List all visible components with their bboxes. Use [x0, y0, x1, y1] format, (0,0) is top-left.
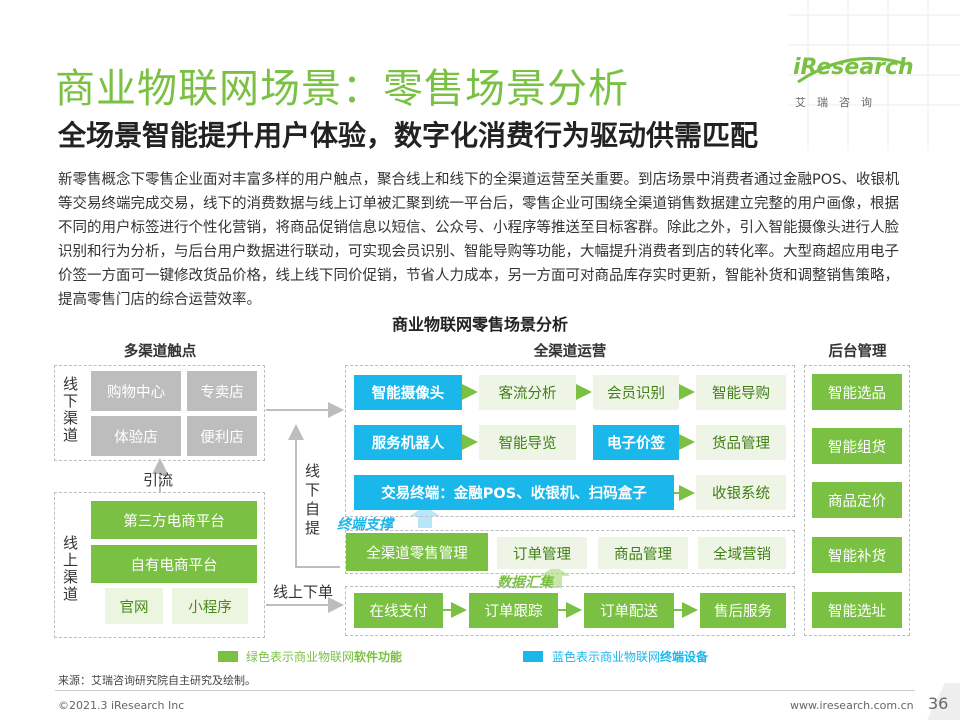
- feature-member-recognition: 会员识别: [593, 375, 679, 410]
- offline-channel-group: [54, 365, 265, 461]
- page-title: 商业物联网场景：零售场景分析: [55, 66, 629, 112]
- online-channel-group: [54, 492, 265, 638]
- feature-smart-guide: 智能导购: [696, 375, 786, 410]
- backend-smart-site-selection: 智能选址: [812, 592, 902, 628]
- retail-management-group: [345, 530, 795, 574]
- backend-smart-replenishment: 智能补货: [812, 537, 902, 573]
- feature-order-management: 订单管理: [497, 537, 587, 569]
- device-smart-camera: 智能摄像头: [354, 375, 462, 410]
- feature-omni-marketing: 全域营销: [698, 537, 786, 569]
- terminal-group: [345, 365, 795, 517]
- traffic-label: 引流: [143, 471, 174, 489]
- step-online-payment: 在线支付: [354, 593, 443, 628]
- column-head-operation: 全渠道运营: [533, 344, 607, 360]
- online-order-label: 线上下单: [273, 583, 334, 601]
- touchpoint-specialty-store: 专卖店: [187, 371, 257, 411]
- body-paragraph: 新零售概念下零售企业面对丰富多样的用户触点，聚合线上和线下的全渠道运营至关重要。…: [58, 172, 900, 308]
- backend-smart-assortment: 智能组货: [812, 428, 902, 464]
- online-channel-label: 线上渠道: [61, 535, 79, 603]
- touchpoint-mini-program: 小程序: [172, 588, 248, 624]
- legend-green-prefix: 绿色表示商业物联网: [246, 650, 355, 664]
- backend-pricing: 商品定价: [812, 482, 902, 518]
- page-corner-decoration: [927, 683, 960, 720]
- backend-group: [804, 365, 910, 636]
- device-electronic-shelf-label: 电子价签: [593, 425, 679, 460]
- order-flow-group: [345, 586, 795, 636]
- touchpoint-convenience-store: 便利店: [187, 416, 257, 456]
- legend-green-text: 绿色表示商业物联网软件功能: [246, 648, 402, 665]
- logo-subtext: 艾瑞咨询: [795, 96, 883, 109]
- device-transaction-terminal: 交易终端：金融POS、收银机、扫码盒子: [354, 475, 674, 510]
- step-after-sales: 售后服务: [700, 593, 786, 628]
- column-head-touchpoints: 多渠道触点: [123, 344, 197, 360]
- feature-goods-management: 货品管理: [696, 425, 786, 460]
- terminal-support-label: 终端支撑: [337, 517, 393, 533]
- logo-text: iResearch: [793, 55, 914, 80]
- feature-cashier-system: 收银系统: [696, 475, 786, 510]
- touchpoint-own-ecommerce: 自有电商平台: [91, 545, 257, 583]
- device-service-robot: 服务机器人: [354, 425, 462, 460]
- legend-green-emph: 软件功能: [354, 650, 403, 664]
- page-subtitle: 全场景智能提升用户体验，数字化消费行为驱动供需匹配: [58, 119, 759, 152]
- footer-url: www.iresearch.com.cn: [790, 699, 914, 712]
- offline-pickup-label: 线下自提: [305, 462, 321, 537]
- legend-blue-swatch: [523, 651, 543, 662]
- step-order-tracking: 订单跟踪: [469, 593, 558, 628]
- touchpoint-experience-store: 体验店: [91, 416, 181, 456]
- legend-blue-text: 蓝色表示商业物联网终端设备: [552, 648, 708, 665]
- page-number: 36: [928, 694, 949, 713]
- touchpoint-third-party-ecommerce: 第三方电商平台: [91, 501, 257, 539]
- step-order-delivery: 订单配送: [584, 593, 674, 628]
- feature-traffic-analysis: 客流分析: [479, 375, 576, 410]
- touchpoint-website: 官网: [105, 588, 163, 624]
- feature-product-management: 商品管理: [598, 537, 688, 569]
- omnichannel-retail-management: 全渠道零售管理: [346, 533, 488, 571]
- legend-blue-prefix: 蓝色表示商业物联网: [552, 650, 661, 664]
- legend-blue-emph: 终端设备: [660, 650, 709, 664]
- touchpoint-shopping-mall: 购物中心: [91, 371, 181, 411]
- feature-smart-navigation: 智能导览: [479, 425, 576, 460]
- source-note: 来源：艾瑞咨询研究院自主研究及绘制。: [58, 674, 256, 687]
- iresearch-logo: [790, 52, 910, 112]
- offline-channel-label: 线下渠道: [61, 376, 79, 444]
- footer-divider: [55, 690, 915, 691]
- data-collect-label: 数据汇集: [497, 575, 553, 591]
- column-head-backend: 后台管理: [828, 344, 887, 360]
- logo-swoosh-icon: [797, 57, 907, 84]
- legend-green-swatch: [218, 651, 238, 662]
- diagram-title: 商业物联网零售场景分析: [391, 315, 568, 334]
- copyright: ©2021.3 iResearch Inc: [58, 699, 185, 712]
- backend-smart-selection: 智能选品: [812, 374, 902, 410]
